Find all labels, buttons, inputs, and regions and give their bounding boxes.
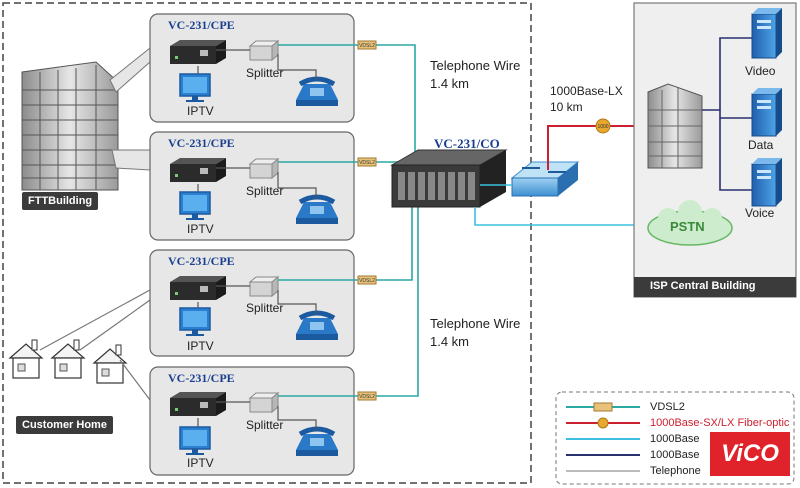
home-connector-lines xyxy=(39,289,151,401)
legend-label-fiber: 1000Base-SX/LX Fiber-optic xyxy=(650,417,790,429)
vdsl2-tags: VDSL2 VDSL2 VDSL2 VDSL2 xyxy=(357,40,377,401)
vdsl2-tag: VDSL2 xyxy=(357,157,377,167)
svg-text:VDSL2: VDSL2 xyxy=(359,278,375,284)
legend-label-vdsl2: VDSL2 xyxy=(650,401,685,413)
splitter-label: Splitter xyxy=(246,418,284,432)
pstn-label: PSTN xyxy=(670,219,705,234)
home-icon xyxy=(51,339,85,379)
watermark-logo: ViCO xyxy=(710,432,790,476)
telephone-wire-distance: 1.4 km xyxy=(430,76,470,91)
cpe-title: VC-231/CPE xyxy=(168,136,235,150)
splitter-icon xyxy=(249,392,279,413)
isp-building-icon xyxy=(647,83,703,169)
cpe-device-icon xyxy=(170,276,226,300)
fiber-tag-icon xyxy=(595,118,611,134)
cpe-device-icon xyxy=(170,158,226,182)
legend-label-telephone: Telephone xyxy=(650,465,701,477)
splitter-icon xyxy=(249,158,279,179)
splitter-label: Splitter xyxy=(246,184,284,198)
ftt-building-label: FTTBuilding xyxy=(22,192,99,210)
telephone-wire-label: Telephone Wire xyxy=(430,58,521,73)
voice-server-icon xyxy=(751,158,782,207)
svg-text:VDSL2: VDSL2 xyxy=(359,43,375,49)
home-icon xyxy=(93,344,127,384)
svg-text:VDSL2: VDSL2 xyxy=(359,394,375,400)
splitter-label: Splitter xyxy=(246,301,284,315)
isp-footer-label: ISP Central Building xyxy=(650,280,756,292)
legend-vdsl2-tag xyxy=(593,402,613,412)
iptv-label: IPTV xyxy=(187,222,214,236)
home-icon xyxy=(9,339,43,379)
callout-wedge xyxy=(111,149,151,171)
legend-fiber-tag xyxy=(597,417,609,429)
telephone-wire-distance: 1.4 km xyxy=(430,334,470,349)
fiber-tag-text: 1000 xyxy=(597,124,608,130)
cpe-device-icon xyxy=(170,40,226,64)
callout-wedge xyxy=(109,46,151,93)
cpe-title: VC-231/CPE xyxy=(168,254,235,268)
fiber-label: 1000Base-LX xyxy=(550,84,623,98)
switch-icon xyxy=(510,161,580,197)
cpe-title: VC-231/CPE xyxy=(168,18,235,32)
pstn-cloud-icon xyxy=(647,200,733,246)
co-chassis-icon xyxy=(390,149,508,208)
ftt-building-icon xyxy=(21,61,119,191)
legend-swatches xyxy=(566,402,640,472)
vdsl2-tag: VDSL2 xyxy=(357,40,377,50)
splitter-icon xyxy=(249,276,279,297)
voice-label: Voice xyxy=(745,206,775,220)
vdsl2-tag: VDSL2 xyxy=(357,391,377,401)
legend-label-1000base: 1000Base xyxy=(650,433,700,445)
legend-label-1000base-dark: 1000Base xyxy=(650,449,700,461)
splitter-label: Splitter xyxy=(246,66,284,80)
fiber-distance: 10 km xyxy=(550,100,583,114)
cpe-internal-wiring xyxy=(197,49,317,430)
iptv-label: IPTV xyxy=(187,104,214,118)
co-title: VC-231/CO xyxy=(434,136,500,151)
coverage-area-border xyxy=(2,2,532,484)
iptv-label: IPTV xyxy=(187,339,214,353)
isp-footer-bar xyxy=(634,277,796,297)
data-server-icon xyxy=(751,88,782,137)
customer-home-label: Customer Home xyxy=(16,416,113,434)
video-label: Video xyxy=(745,64,776,78)
cpe-device-icon xyxy=(170,392,226,416)
data-label: Data xyxy=(748,138,774,152)
cpe-title: VC-231/CPE xyxy=(168,371,235,385)
video-server-icon xyxy=(751,8,782,59)
svg-text:VDSL2: VDSL2 xyxy=(359,160,375,166)
pstn-line xyxy=(474,207,650,226)
vdsl2-tag: VDSL2 xyxy=(357,275,377,285)
isp-server-lines xyxy=(702,37,752,191)
vdsl2-lines xyxy=(278,44,419,397)
telephone-wire-label: Telephone Wire xyxy=(430,316,521,331)
splitter-icon xyxy=(249,40,279,61)
iptv-label: IPTV xyxy=(187,456,214,470)
